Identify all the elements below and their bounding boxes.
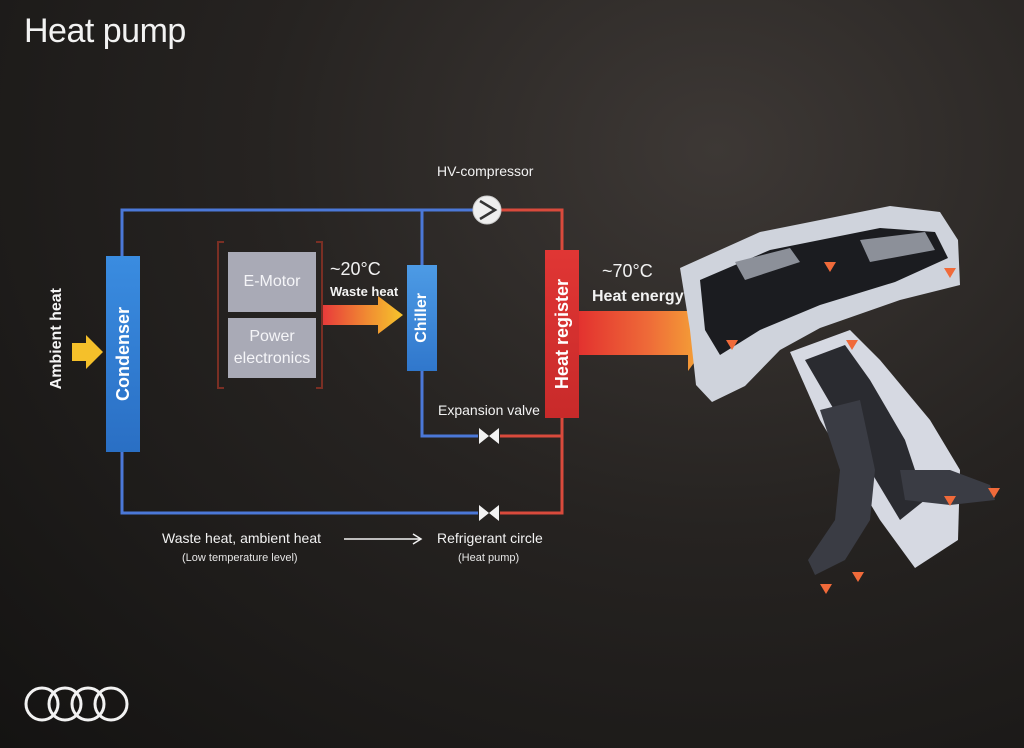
condenser-label: Condenser [112, 306, 133, 402]
compressor-symbol [472, 195, 502, 225]
cold-line [120, 208, 478, 515]
ambient-heat-label: Ambient heat [48, 288, 65, 390]
power-electronics-box: Power electronics [228, 318, 316, 378]
waste-heat-label: Waste heat [330, 284, 399, 299]
heat-energy-label: Heat energy [592, 288, 684, 305]
bottom-right-label: Refrigerant circle [437, 530, 543, 546]
heat-register: Heat register [545, 250, 579, 418]
heat-energy-arrow [579, 295, 716, 371]
heat-register-label: Heat register [551, 278, 572, 390]
bottom-right-sublabel: (Heat pump) [458, 552, 520, 564]
waste-heat-arrow [322, 296, 403, 334]
page-title: Heat pump [24, 12, 186, 50]
e-motor-box: E-Motor [228, 252, 316, 312]
waste-temp-label: ~20°C [330, 259, 381, 279]
chiller-label: Chiller [413, 293, 430, 343]
vehicle-hvac-illustration [680, 206, 1000, 594]
chiller: Chiller [407, 265, 437, 371]
condenser: Condenser [106, 256, 140, 452]
expansion-valve-symbol [479, 428, 499, 444]
ambient-heat-arrow [72, 335, 103, 369]
hv-compressor-label: HV-compressor [437, 163, 534, 179]
audi-four-rings-logo [24, 686, 129, 722]
component-bracket [217, 241, 323, 389]
heat-temp-label: ~70°C [602, 261, 653, 281]
bottom-left-label: Waste heat, ambient heat [162, 530, 322, 546]
expansion-valve-label: Expansion valve [438, 402, 540, 418]
flow-arrow [344, 533, 423, 545]
hot-line [500, 208, 564, 515]
bottom-left-sublabel: (Low temperature level) [182, 552, 298, 564]
expansion-valve-symbol-2 [479, 505, 499, 521]
